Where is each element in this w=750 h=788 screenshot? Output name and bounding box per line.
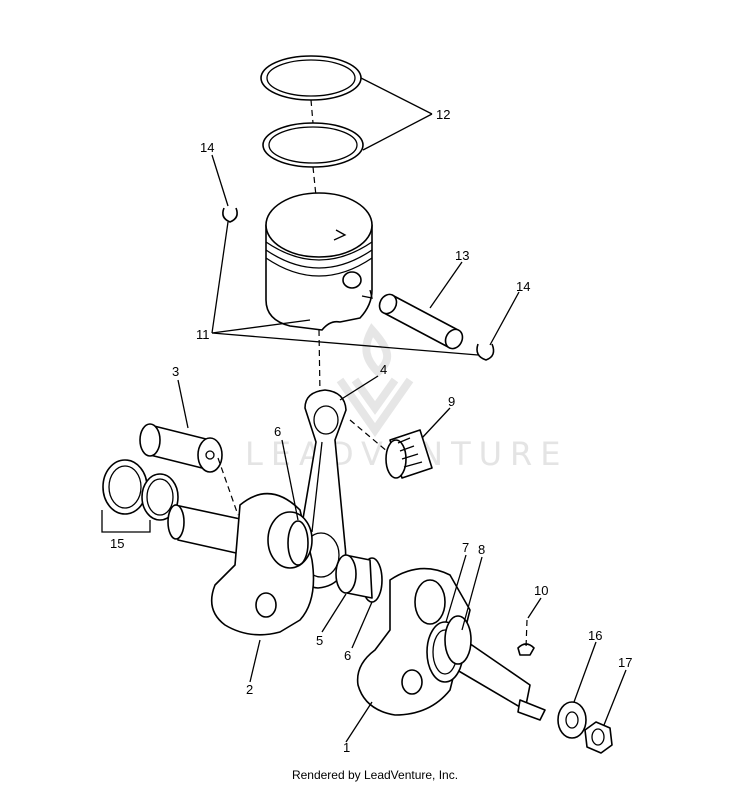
callout-12: 12 bbox=[436, 107, 450, 122]
callout-6-upper: 6 bbox=[274, 424, 281, 439]
piston bbox=[265, 192, 373, 331]
callout-3: 3 bbox=[172, 364, 179, 379]
oil-seal-pair bbox=[102, 459, 179, 521]
callout-labels: 1 2 3 4 5 6 6 7 8 9 10 11 12 13 14 14 15… bbox=[110, 107, 632, 755]
leader-lines bbox=[101, 77, 627, 743]
callout-2: 2 bbox=[246, 682, 253, 697]
callout-5: 5 bbox=[316, 633, 323, 648]
callout-13: 13 bbox=[455, 248, 469, 263]
callout-9: 9 bbox=[448, 394, 455, 409]
callout-14-left: 14 bbox=[200, 140, 214, 155]
footer-credit: Rendered by LeadVenture, Inc. bbox=[291, 768, 459, 782]
circlip-right bbox=[476, 343, 495, 361]
crank-pin bbox=[139, 423, 223, 473]
circlip-left bbox=[222, 207, 238, 223]
piston-ring-lower bbox=[262, 122, 364, 168]
piston-ring-upper bbox=[260, 55, 362, 101]
callout-6-lower: 6 bbox=[344, 648, 351, 663]
crank-seal bbox=[444, 615, 472, 665]
callout-15: 15 bbox=[110, 536, 124, 551]
callout-7: 7 bbox=[462, 540, 469, 555]
callout-16: 16 bbox=[588, 628, 602, 643]
callout-10: 10 bbox=[534, 583, 548, 598]
needle-bearing bbox=[385, 429, 433, 479]
crank-half-left bbox=[167, 492, 315, 636]
piston-pin bbox=[378, 293, 464, 350]
crank-bearing bbox=[335, 554, 373, 599]
callout-4: 4 bbox=[380, 362, 387, 377]
callout-14-right: 14 bbox=[516, 279, 530, 294]
callout-1: 1 bbox=[343, 740, 350, 755]
callout-8: 8 bbox=[478, 542, 485, 557]
thrust-washer-left bbox=[287, 520, 309, 566]
callout-11: 11 bbox=[196, 327, 210, 342]
callout-17: 17 bbox=[618, 655, 632, 670]
watermark-logo-icon bbox=[336, 323, 414, 437]
lock-washer bbox=[557, 701, 587, 739]
crank-nut bbox=[584, 721, 613, 754]
woodruff-key bbox=[517, 643, 535, 656]
